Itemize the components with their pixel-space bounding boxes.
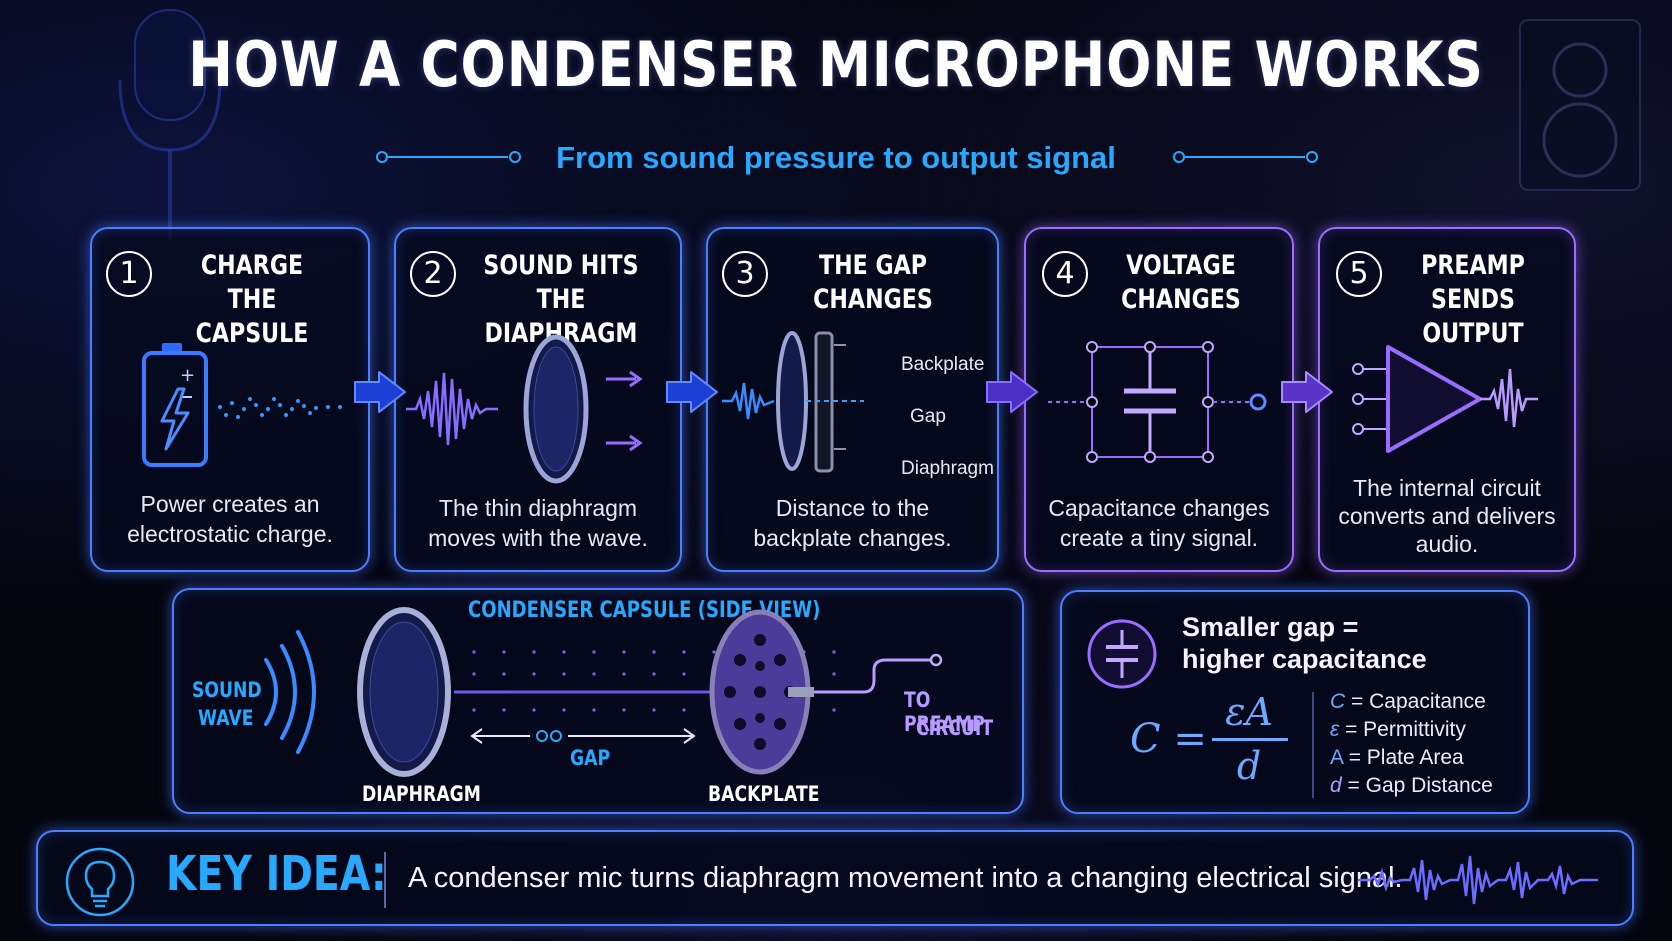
sound-wave-label-line2: WAVE [198,706,254,730]
formula-legend-row: A = Plate Area [1330,746,1464,770]
capacitor-circuit-icon [1048,341,1267,463]
waveform-icon [1358,855,1598,905]
step-card-2: 2 SOUND HITS THE DIAPHRAGM The thin diap… [394,227,682,572]
step-number: 2 [410,251,456,297]
step-desc-line2: electrostatic charge. [127,521,333,547]
step-desc-line2: backplate changes. [753,525,952,551]
battery-icon: + [142,343,342,467]
key-idea-label: KEY IDEA: [166,846,387,902]
diaphragm-label: DIAPHRAGM [362,782,481,806]
background-speaker-icon [1519,19,1641,191]
step-number: 4 [1042,251,1088,297]
subtitle-left-ornament [376,151,521,163]
flow-arrow-3-4-icon [986,371,1038,413]
preamp-label-line1: TO PREAMP [904,688,985,736]
lightning-icon [160,387,190,451]
formula-legend-row: d = Gap Distance [1330,774,1493,798]
output-wave [1480,368,1538,428]
flow-arrow-2-3-icon [666,371,718,413]
step-number: 5 [1336,251,1382,297]
flow-arrow-1-2-icon [354,371,406,413]
sound-diaphragm-illustration [406,334,643,484]
capsule-side-view-panel: CONDENSER CAPSULE (SIDE VIEW) [172,588,1024,814]
step-title-line2: CHANGES [1121,284,1241,315]
legend-text: = Permittivity [1345,718,1466,741]
step-title-line1: PREAMP [1421,250,1525,281]
backplate-label: BACKPLATE [708,782,820,806]
step-title-line2: THE DIAPHRAGM [484,284,638,349]
step-desc-line1: Power creates an [140,491,320,517]
step-card-3: 3 THE GAP CHANGES Backplate Gap Diaphrag… [706,227,999,572]
sound-wave [722,382,775,420]
formula-denominator: d [1236,744,1262,788]
subtitle-right-ornament [1173,151,1318,163]
step-desc-line1: The thin diaphragm [438,495,638,521]
key-idea-bar: KEY IDEA: A condenser mic turns diaphrag… [36,830,1634,926]
formula-headline-line1: Smaller gap = [1182,612,1359,642]
formula-legend-row: ε = Permittivity [1330,718,1466,742]
legend-symbol: ε [1330,718,1340,741]
diaphragm-disc [776,331,808,471]
lightbulb-icon [65,847,135,917]
formula-legend-row: C = Capacitance [1330,690,1486,714]
legend-text: = Plate Area [1348,746,1464,769]
step-desc-line1: Distance to the [775,495,930,521]
step-card-1: 1 CHARGE THE CAPSULE + Power creates an … [90,227,370,572]
legend-symbol: C [1330,690,1346,713]
capacitor-icon [1087,619,1157,689]
background-microphone-icon [118,9,222,240]
formula-headline-line2: higher capacitance [1182,644,1427,674]
step-title-line1: CHARGE [200,250,304,281]
backplate-label: Backplate [901,354,985,375]
legend-symbol: d [1330,774,1342,797]
step-card-5: 5 PREAMP SENDS OUTPUT The internal circu… [1318,227,1576,572]
step-desc-line2: moves with the wave. [428,525,648,551]
preamp-label-line2: CIRCUIT [916,716,994,740]
step-card-4: 4 VOLTAGE CHANGES Capacitance changes cr… [1024,227,1294,572]
key-idea-text: A condenser mic turns diaphragm movement… [408,862,1403,894]
gap-label: Gap [910,406,946,427]
formula-lhs: C = [1130,716,1207,762]
page-title: HOW A CONDENSER MICROPHONE WORKS [188,28,1484,101]
formula-numerator: εA [1225,690,1273,734]
step-desc-line1: Capacitance changes [1048,495,1270,521]
sound-wave-label-line1: SOUND [192,678,262,702]
flow-arrow-4-5-icon [1281,371,1333,413]
amplifier-icon [1352,345,1538,453]
sound-wave [406,372,498,446]
capacitance-formula-panel: Smaller gap = higher capacitance C = ε A … [1060,590,1530,814]
legend-text: = Capacitance [1351,690,1486,713]
step-title-line2: CHANGES [813,284,933,315]
capsule-side-view-illustration [264,607,943,777]
gap-label: GAP [570,746,611,770]
key-idea-divider [384,852,386,908]
step-desc-line3: audio. [1415,531,1479,557]
step-title-line2: SENDS OUTPUT [1422,284,1524,349]
step-title-line2: THE CAPSULE [195,284,309,349]
step-title-line1: VOLTAGE [1126,250,1236,281]
step-desc-line2: converts and delivers [1338,503,1556,529]
svg-text:+: + [180,365,195,386]
step-desc-line2: create a tiny signal. [1059,525,1259,551]
page-subtitle: From sound pressure to output signal [556,140,1116,175]
diaphragm-label: Diaphragm [901,458,994,479]
step-number: 3 [722,251,768,297]
legend-text: = Gap Distance [1347,774,1493,797]
step-title-line1: THE GAP [818,250,928,281]
gap-illustration [722,331,864,473]
formula-fraction-bar [1212,738,1288,741]
formula-divider [1312,692,1314,798]
step-number: 1 [106,251,152,297]
legend-symbol: A [1330,746,1343,769]
step-title-line1: SOUND HITS [483,250,639,281]
step-desc-line1: The internal circuit [1353,475,1541,501]
